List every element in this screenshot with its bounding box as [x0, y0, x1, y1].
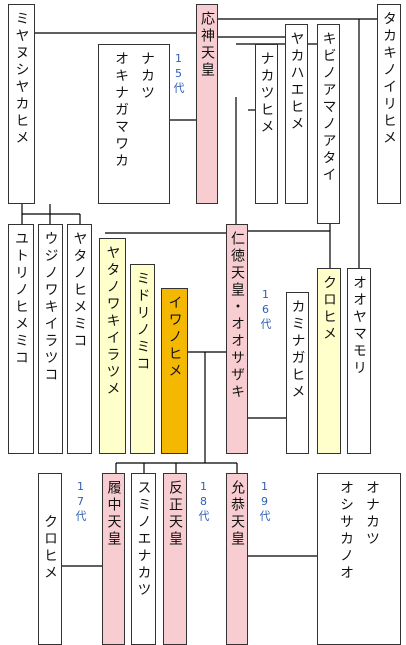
person-name: 仁徳天皇・オオサザキ — [229, 231, 245, 401]
person-box-yakahaehime[interactable]: ヤカハエヒメ — [285, 24, 308, 204]
person-box-kaminagahime[interactable]: カミナガヒメ — [286, 292, 309, 454]
person-box-yutorinohimemiko[interactable]: ユトリノヒメミコ — [8, 224, 34, 454]
person-name: 允恭天皇 — [229, 480, 245, 548]
person-box-richu[interactable]: 履中天皇 — [102, 473, 125, 645]
person-box-kurohime-lower[interactable]: クロヒメ — [38, 473, 62, 645]
person-box-ojin[interactable]: 応神天皇 — [196, 4, 218, 204]
generation-label-17: 17代 — [74, 480, 87, 523]
person-name: 応神天皇 — [199, 11, 215, 79]
person-box-ooyamamori[interactable]: オオヤマモリ — [347, 268, 371, 454]
person-name-line-2: オナカツ — [364, 480, 380, 548]
person-name: キビノアマノアタイ — [320, 31, 337, 184]
generation-label-18: 18代 — [197, 480, 210, 523]
person-box-yatanowakiiratsume[interactable]: ヤタノワキイラツメ — [99, 238, 126, 454]
person-box-nintoku[interactable]: 仁徳天皇・オオサザキ — [226, 224, 248, 454]
person-name: タカキノイリヒメ — [381, 11, 397, 147]
person-box-hanzei[interactable]: 反正天皇 — [163, 473, 187, 645]
person-box-ujinowakiiratsuko[interactable]: ウジノワキイラツコ — [38, 224, 63, 454]
generation-label-19: 19代 — [258, 480, 271, 523]
person-name: ユトリノヒメミコ — [13, 231, 29, 367]
person-box-takakinoiirihime[interactable]: タカキノイリヒメ — [377, 4, 401, 204]
person-box-miyanushiyakahime[interactable]: ミヤヌシヤカヒメ — [8, 4, 35, 204]
person-name: イワノヒメ — [166, 295, 183, 380]
person-name: 反正天皇 — [167, 480, 183, 548]
person-name: オオヤマモリ — [351, 275, 367, 377]
person-box-nakatsuhime[interactable]: ナカツヒメ — [255, 44, 278, 204]
person-box-oshisakanoonakatsu[interactable]: オシサカノオ オナカツ — [317, 473, 401, 645]
person-box-kurohime-upper[interactable]: クロヒメ — [317, 268, 341, 454]
person-name-line-1: オキナガマワカ — [113, 51, 129, 170]
generation-label-16: 16代 — [259, 288, 272, 331]
person-name-line-1: オシサカノオ — [338, 480, 354, 582]
generation-label-15: 15代 — [172, 52, 185, 95]
person-box-okinagamawaka[interactable]: オキナガマワカ ナカツ — [98, 44, 170, 204]
person-name: ミヤヌシヤカヒメ — [13, 11, 30, 147]
person-name: ヤタノヒメミコ — [71, 231, 88, 350]
person-name: ヤカハエヒメ — [288, 31, 305, 133]
person-name: スミノエナカツ — [135, 480, 152, 599]
person-name: 履中天皇 — [105, 480, 122, 548]
person-name: ナカツヒメ — [258, 51, 275, 136]
person-name-line-2: ナカツ — [139, 51, 155, 102]
person-name: カミナガヒメ — [289, 299, 306, 401]
person-name: ウジノワキイラツコ — [42, 231, 59, 384]
person-name: クロヒメ — [42, 514, 58, 582]
person-box-suminoenakatsu[interactable]: スミノエナカツ — [131, 473, 156, 645]
person-name: ヤタノワキイラツメ — [104, 245, 121, 398]
person-name: ミドリノミコ — [134, 271, 151, 373]
person-box-ingyo[interactable]: 允恭天皇 — [226, 473, 248, 645]
person-box-iwanohime[interactable]: イワノヒメ — [161, 288, 188, 454]
person-name: クロヒメ — [321, 275, 337, 343]
person-box-midorinomiko[interactable]: ミドリノミコ — [130, 264, 155, 454]
person-box-yatanohimemiko[interactable]: ヤタノヒメミコ — [67, 224, 92, 454]
person-box-kibinoamanoatai[interactable]: キビノアマノアタイ — [317, 24, 340, 224]
